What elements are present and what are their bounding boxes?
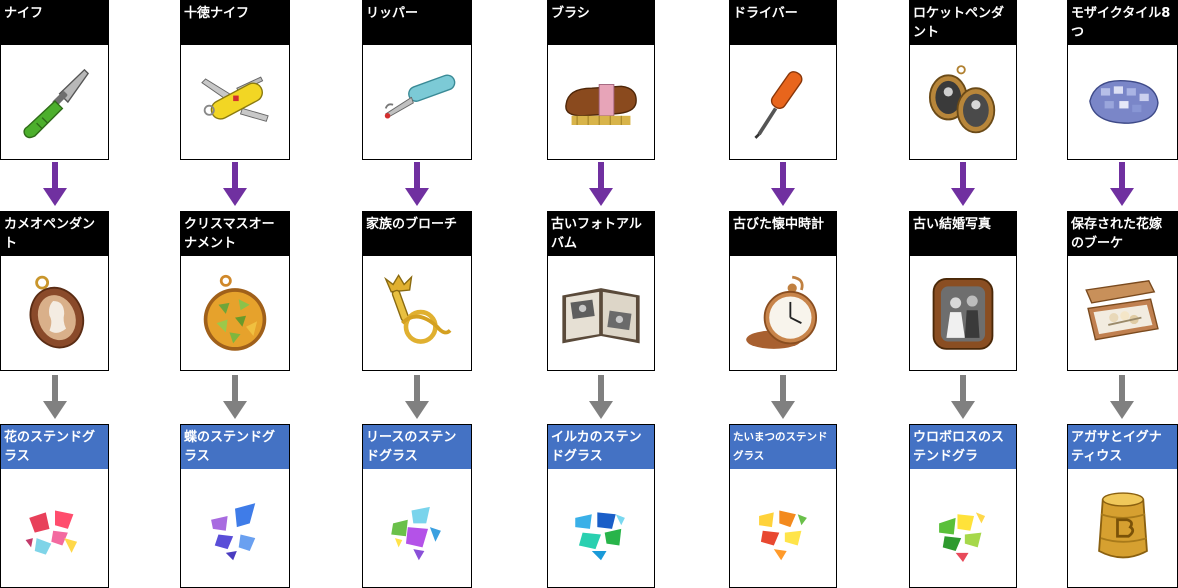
item-name: イルカのステンドグラス bbox=[548, 425, 654, 469]
item-name: 花のステンドグラス bbox=[1, 425, 108, 469]
stained-glass-shards-icon bbox=[25, 510, 77, 555]
item-card-cameo-pendant[interactable]: カメオペンダント bbox=[0, 211, 109, 371]
item-card-flower-stained-glass[interactable]: 花のステンドグラス bbox=[0, 424, 109, 588]
item-name: たいまつのステンドグラス bbox=[730, 425, 836, 469]
arrow-down-purple bbox=[951, 162, 975, 206]
item-card-multitool-knife[interactable]: 十徳ナイフ bbox=[180, 0, 290, 160]
item-name: ウロボロスのステンドグラ bbox=[910, 425, 1016, 469]
item-name: 十徳ナイフ bbox=[181, 1, 289, 45]
item-card-preserved-bridal-bouquet[interactable]: 保存された花嫁のブーケ bbox=[1067, 211, 1178, 371]
brooch-icon bbox=[384, 273, 452, 344]
item-card-ouroboros-stained-glass[interactable]: ウロボロスのステンドグラ bbox=[909, 424, 1017, 588]
item-card-old-wedding-photo[interactable]: 古い結婚写真 bbox=[909, 211, 1017, 371]
knife-icon bbox=[22, 68, 89, 139]
item-card-knife[interactable]: ナイフ bbox=[0, 0, 109, 160]
item-name: 古い結婚写真 bbox=[910, 212, 1016, 256]
arrow-down-gray bbox=[771, 375, 795, 419]
item-card-wreath-stained-glass[interactable]: リースのステンドグラス bbox=[362, 424, 472, 588]
screwdriver-icon bbox=[754, 71, 803, 139]
multitool-knife-icon bbox=[201, 76, 269, 122]
item-card-mosaic-tiles[interactable]: モザイクタイル8つ bbox=[1067, 0, 1178, 160]
arrow-down-purple bbox=[405, 162, 429, 206]
stained-glass-shards-icon bbox=[211, 503, 256, 561]
item-name: クリスマスオーナメント bbox=[181, 212, 289, 256]
item-name: 古びた懐中時計 bbox=[730, 212, 836, 256]
item-card-brush[interactable]: ブラシ bbox=[547, 0, 655, 160]
item-card-family-brooch[interactable]: 家族のブローチ bbox=[362, 211, 472, 371]
christmas-ornament-icon bbox=[203, 274, 267, 351]
item-name: カメオペンダント bbox=[1, 212, 108, 256]
arrow-down-purple bbox=[1110, 162, 1134, 206]
stained-glass-shards-icon bbox=[575, 512, 625, 561]
item-card-locket-pendant[interactable]: ロケットペンダント bbox=[909, 0, 1017, 160]
item-card-torch-stained-glass[interactable]: たいまつのステンドグラス bbox=[729, 424, 837, 588]
wedding-photo-icon bbox=[932, 278, 994, 350]
item-card-old-pocket-watch[interactable]: 古びた懐中時計 bbox=[729, 211, 837, 371]
item-card-christmas-ornament[interactable]: クリスマスオーナメント bbox=[180, 211, 290, 371]
bouquet-tin-icon bbox=[1084, 280, 1159, 341]
item-card-dolphin-stained-glass[interactable]: イルカのステンドグラス bbox=[547, 424, 655, 588]
arrow-down-gray bbox=[223, 375, 247, 419]
photo-album-icon bbox=[562, 288, 640, 344]
item-name: 家族のブローチ bbox=[363, 212, 471, 256]
item-name: ブラシ bbox=[548, 1, 654, 45]
cameo-pendant-icon bbox=[29, 275, 84, 349]
arrow-down-purple bbox=[223, 162, 247, 206]
gold-barrel-icon bbox=[1097, 492, 1148, 559]
item-name: リッパー bbox=[363, 1, 471, 45]
arrow-down-gray bbox=[405, 375, 429, 419]
arrow-down-gray bbox=[43, 375, 67, 419]
item-name: アガサとイグナティウス bbox=[1068, 425, 1177, 469]
item-card-screwdriver[interactable]: ドライバー bbox=[729, 0, 837, 160]
brush-icon bbox=[565, 84, 637, 125]
item-name: ロケットペンダント bbox=[910, 1, 1016, 45]
item-card-agatha-and-ignatius[interactable]: アガサとイグナティウス bbox=[1067, 424, 1178, 588]
stained-glass-shards-icon bbox=[759, 510, 807, 561]
stained-glass-shards-icon bbox=[939, 512, 986, 563]
item-card-butterfly-stained-glass[interactable]: 蝶のステンドグラス bbox=[180, 424, 290, 588]
seam-ripper-icon bbox=[384, 74, 456, 119]
pocket-watch-icon bbox=[746, 275, 818, 349]
arrow-down-gray bbox=[951, 375, 975, 419]
item-card-seam-ripper[interactable]: リッパー bbox=[362, 0, 472, 160]
item-name: 保存された花嫁のブーケ bbox=[1068, 212, 1177, 256]
arrow-down-purple bbox=[589, 162, 613, 206]
item-card-old-photo-album[interactable]: 古いフォトアルバム bbox=[547, 211, 655, 371]
item-name: リースのステンドグラス bbox=[363, 425, 471, 469]
mosaic-tiles-icon bbox=[1088, 80, 1159, 124]
arrow-down-gray bbox=[589, 375, 613, 419]
item-name: ナイフ bbox=[1, 1, 108, 45]
arrow-down-purple bbox=[771, 162, 795, 206]
item-name: 蝶のステンドグラス bbox=[181, 425, 289, 469]
item-name: ドライバー bbox=[730, 1, 836, 45]
locket-pendant-icon bbox=[928, 65, 996, 134]
item-name: モザイクタイル8つ bbox=[1068, 1, 1177, 45]
item-name: 古いフォトアルバム bbox=[548, 212, 654, 256]
arrow-down-gray bbox=[1110, 375, 1134, 419]
stained-glass-shards-icon bbox=[391, 506, 441, 561]
arrow-down-purple bbox=[43, 162, 67, 206]
